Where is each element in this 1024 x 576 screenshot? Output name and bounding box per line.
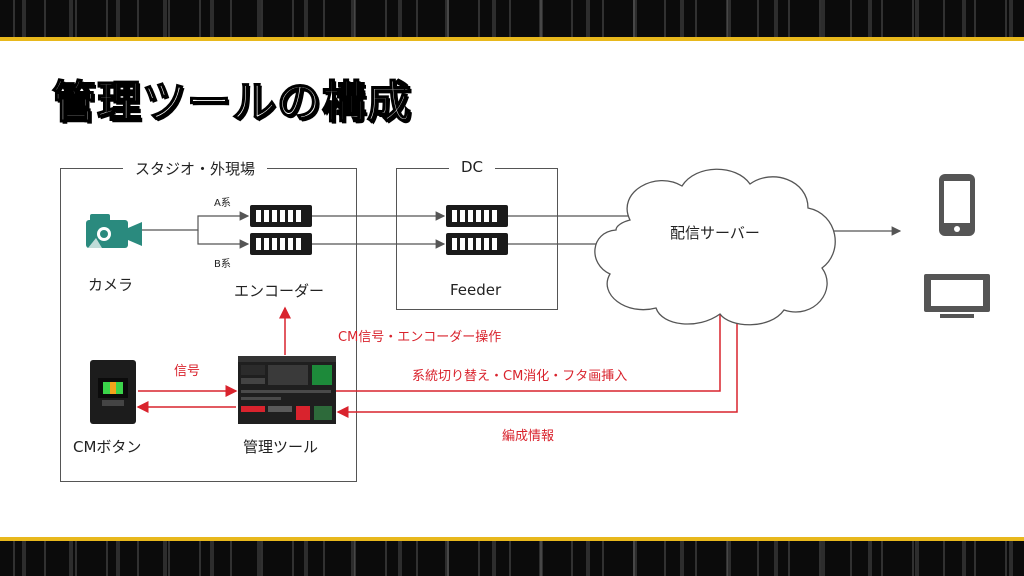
smartphone-icon <box>939 174 975 236</box>
tool-label: 管理ツール <box>243 438 319 456</box>
dc-group-label: DC <box>449 158 496 176</box>
encoder-control-label: CM信号・エンコーダー操作 <box>338 330 502 345</box>
cloud-icon <box>594 168 836 326</box>
encoder-rack-icon <box>250 205 312 255</box>
switch-control-label: 系統切り替え・CM消化・フタ画挿入 <box>412 369 628 384</box>
dc-group-box: DC <box>396 158 558 310</box>
tool-screenshot-icon <box>238 356 336 424</box>
server-label: 配信サーバー <box>670 224 760 242</box>
schedule-label: 編成情報 <box>502 429 555 444</box>
camera-to-encoder-b-line <box>197 230 250 249</box>
hardware-button-icon <box>90 360 136 424</box>
route-a-label: A系 <box>214 198 231 209</box>
video-camera-icon <box>86 214 142 248</box>
top-gold-rule <box>0 37 1024 41</box>
cm-signal-label: 信号 <box>174 364 201 379</box>
route-b-label: B系 <box>214 259 231 270</box>
feeder-rack-icon <box>446 205 508 255</box>
cm-button-label: CMボタン <box>73 438 142 456</box>
top-banner <box>0 0 1024 37</box>
feeder-label: Feeder <box>450 281 502 299</box>
camera-to-encoder-line <box>142 211 250 231</box>
studio-group-label: スタジオ・外現場 <box>123 158 268 179</box>
bottom-gold-rule <box>0 537 1024 541</box>
tv-monitor-icon <box>924 274 990 318</box>
slide-title: 管理ツールの構成 <box>51 76 412 129</box>
encoder-label: エンコーダー <box>234 282 325 300</box>
studio-group-box: スタジオ・外現場 <box>60 158 357 482</box>
camera-label: カメラ <box>88 276 134 294</box>
bottom-banner <box>0 541 1024 576</box>
